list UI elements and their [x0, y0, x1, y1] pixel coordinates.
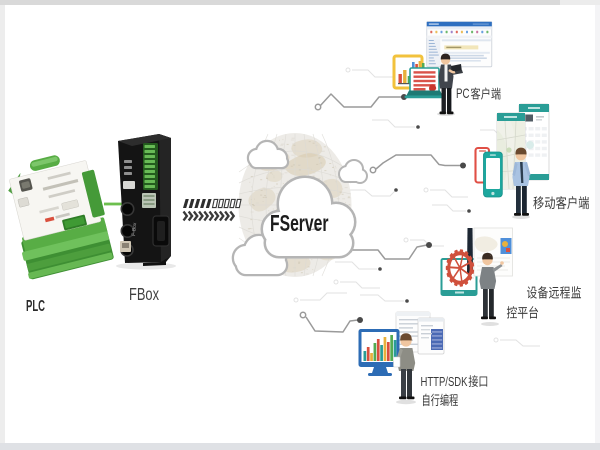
svg-text:PC: PC	[456, 85, 470, 101]
svg-text:F-Box: F-Box	[131, 222, 138, 236]
svg-text:FServer: FServer	[270, 210, 329, 236]
svg-text:HTTP/SDK: HTTP/SDK	[421, 374, 468, 389]
svg-text:PLC: PLC	[26, 298, 45, 315]
svg-text:FBox: FBox	[129, 284, 159, 304]
